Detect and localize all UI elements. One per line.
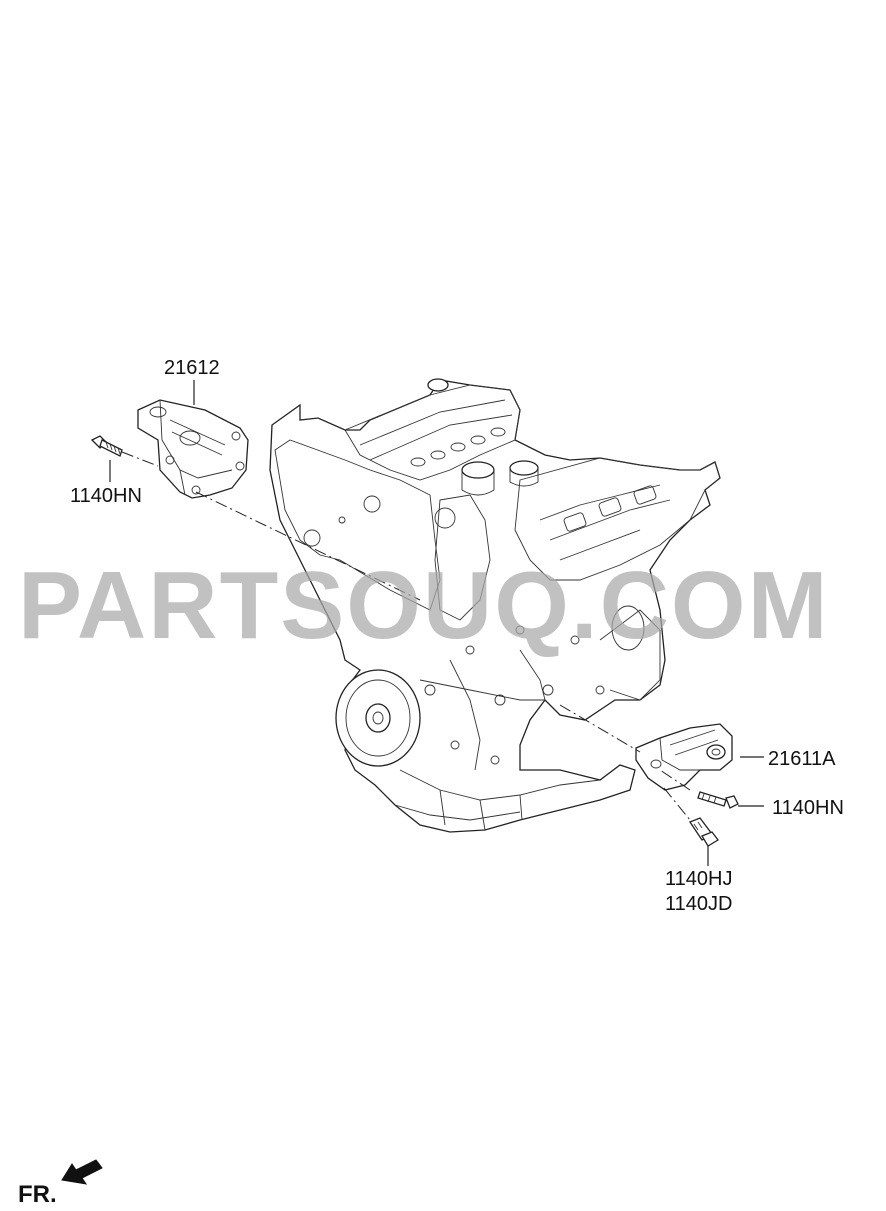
callout-1140jd[interactable]: 1140JD bbox=[665, 893, 732, 915]
engine-assembly-illustration bbox=[269, 378, 721, 833]
callout-1140hj[interactable]: 1140HJ bbox=[665, 868, 732, 890]
callout-21611a[interactable]: 21611A bbox=[768, 748, 836, 770]
callout-21612[interactable]: 21612 bbox=[164, 357, 220, 379]
bolt-icon[interactable] bbox=[697, 791, 739, 809]
front-direction-arrow-icon bbox=[61, 1159, 103, 1185]
bolt-icon[interactable] bbox=[689, 817, 719, 847]
leader-lines bbox=[109, 380, 764, 866]
callout-1140hn-lower[interactable]: 1140HN bbox=[772, 797, 844, 819]
bolt-icon[interactable] bbox=[90, 435, 123, 457]
engine-mount-bracket-upper[interactable] bbox=[137, 399, 249, 499]
watermark-text: PARTSOUQ.COM bbox=[18, 552, 830, 659]
callout-1140hn-upper[interactable]: 1140HN bbox=[70, 485, 142, 507]
engine-mount-bracket-lower[interactable] bbox=[635, 723, 733, 791]
front-direction-label: FR. bbox=[18, 1181, 57, 1208]
